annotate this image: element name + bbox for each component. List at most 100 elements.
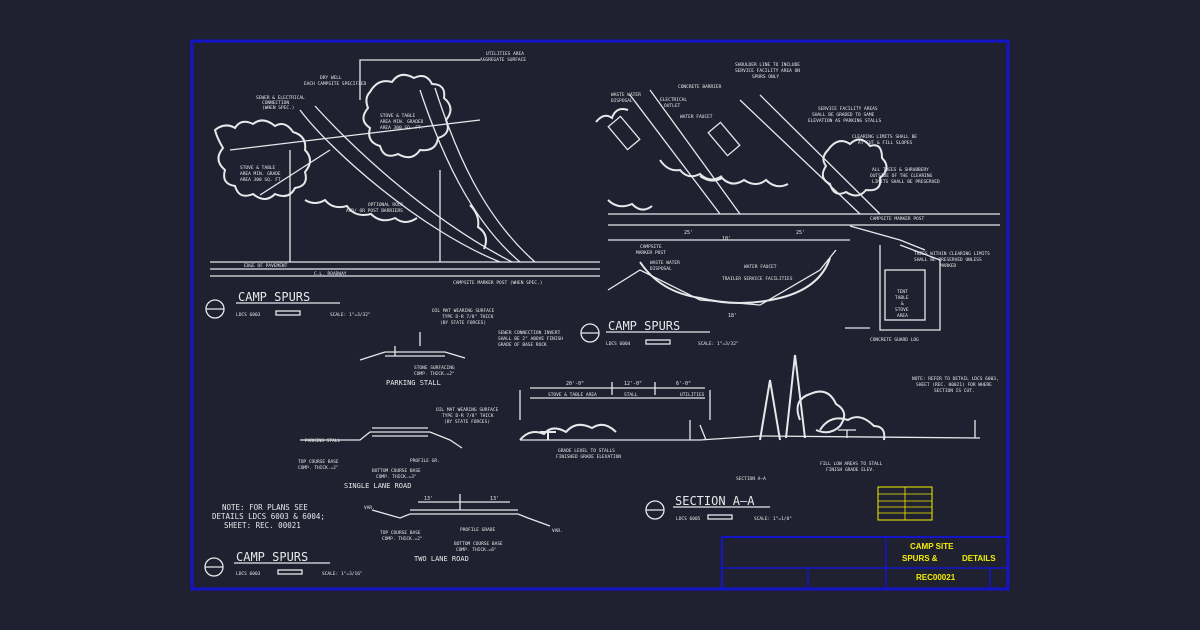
label-outlet: OUTLET (664, 103, 681, 109)
label-outside-clearing: OUTSIDE OF THE CLEARING (870, 173, 933, 179)
title-single-lane-road: SINGLE LANE ROAD (344, 482, 411, 490)
label-finish-grade: FINISH GRADE ELEV. (826, 467, 875, 473)
label-service-facility-area: SERVICE FACILITY AREA ON (735, 68, 800, 74)
label-post-barriers: AND/ OR POST BARRIERS (346, 208, 403, 214)
label-comp-thick-1: COMP. THICK.=2" (414, 371, 455, 377)
note-sheet: SHEET (REC. 00021) FOR WHERE (916, 382, 992, 388)
label-area-min-graded: AREA MIN. GRADED (380, 119, 424, 125)
label-tent: TENT (897, 289, 908, 295)
two-lane-road-detail: VAR. VAR. 13' 13' TOP COURSE BASE COMP. … (364, 494, 563, 563)
label-shall-be-graded: SHALL BE GRADED TO SAME (812, 112, 875, 118)
label-all-trees: ALL TREES & SHRUBBERY (872, 167, 929, 173)
ref-ldcs-6003-a: LDCS 6003 (236, 312, 261, 318)
label-edge-pavement: EDGE OF PAVEMENT (244, 263, 288, 269)
label-table: TABLE (895, 295, 909, 301)
dim-10: 10' (722, 236, 731, 242)
label-by-state-2: (BY STATE FORCES) (444, 419, 490, 425)
label-electrical: ELECTRICAL (660, 97, 687, 103)
label-type-1: TYPE D-R 7/8" THICK (442, 314, 494, 320)
title-block-line-2a: SPURS & (902, 554, 938, 563)
label-bottom-course-1: BOTTOM COURSE BASE (372, 468, 421, 474)
plans-note: NOTE: FOR PLANS SEE DETAILS LDCS 6003 & … (212, 503, 325, 530)
dim-13-left: 13' (424, 496, 433, 502)
dim-20: 20'-0" (566, 381, 584, 387)
dim-6: 6'-0" (676, 381, 691, 387)
label-aggregate-surface: AGGREGATE SURFACE (480, 57, 526, 63)
dim-25-b: 25' (796, 230, 805, 236)
label-stove-table-2: STOVE & TABLE (380, 113, 416, 119)
label-top-thick-2: COMP. THICK.=2" (382, 536, 423, 542)
title-camp-spurs-3: CAMP SPURS (236, 550, 308, 564)
label-water-faucet: WATER FAUCET (680, 114, 713, 120)
label-grade-base: GRADE OF BASE ROCK (498, 342, 547, 348)
label-profile-gr: PROFILE GR. (410, 458, 440, 464)
dim-25-a: 25' (684, 230, 693, 236)
label-grade-level: GRADE LEVEL TO STALLS (558, 448, 615, 454)
label-disposal-2: DISPOSAL (650, 266, 672, 272)
scale-camp-spurs-2: SCALE: 1"=3/32" (698, 341, 739, 347)
note-line-2: DETAILS LDCS 6003 & 6004; (212, 512, 325, 521)
label-marker-post-2: MARKER POST (636, 250, 666, 256)
label-trailer-service: TRAILER SERVICE FACILITIES (722, 276, 793, 282)
title-camp-spurs-1: CAMP SPURS (238, 290, 310, 304)
note-line-1: NOTE: FOR PLANS SEE (222, 503, 308, 512)
label-campsite-marker-post: CAMPSITE MARKER POST (870, 216, 924, 222)
label-type-2: TYPE D-R 7/8" THICK (442, 413, 494, 419)
camp-spurs-plan: UTILITIES AREA AGGREGATE SURFACE DRY WEL… (205, 51, 600, 319)
label-sewer-electrical: SEWER & ELECTRICAL (256, 95, 305, 101)
parking-stall-detail: OIL MAT WEARING SURFACE TYPE D-R 7/8" TH… (359, 308, 563, 387)
label-var-right: VAR. (552, 528, 563, 534)
label-parking-stall: PARKING STALL (305, 438, 341, 444)
title-parking-stall: PARKING STALL (386, 379, 441, 387)
label-service-facility-areas: SERVICE FACILITY AREAS (818, 106, 878, 112)
label-bottom-thick-2: COMP. THICK.=6" (456, 547, 497, 553)
section-caption: SECTION A–A (736, 476, 766, 482)
label-cl-roadway: C.L. ROADWAY (314, 271, 347, 277)
camp-spurs-lower: CAMP SPURS LDCS 6003 SCALE: 1"=3/16" (204, 550, 363, 577)
label-utilities-area: UTILITIES AREA (486, 51, 524, 57)
label-area-min-grade: AREA MIN. GRADE (240, 171, 281, 177)
dim-13-right: 13' (490, 496, 499, 502)
label-sewer-invert: SEWER CONNECTION INVERT (498, 330, 561, 336)
label-waste-water: WASTE WATER (611, 92, 641, 98)
title-two-lane-road: TWO LANE ROAD (414, 555, 469, 563)
label-disposal: DISPOSAL (611, 98, 633, 104)
scale-camp-spurs-3: SCALE: 1"=3/16" (322, 571, 363, 577)
label-each-campsite: EACH CAMPSITE SPECIFIED (304, 81, 367, 87)
label-amp: & (901, 301, 904, 307)
label-var-left: VAR. (364, 505, 375, 511)
label-stove-table-area: STOVE & TABLE AREA (548, 392, 597, 398)
label-bottom-course-2: BOTTOM COURSE BASE (454, 541, 503, 547)
scale-camp-spurs-1: SCALE: 1"=3/32" (330, 312, 371, 318)
title-block-line-2b: DETAILS (962, 554, 996, 563)
label-optional-rock: OPTIONAL ROCK (368, 202, 404, 208)
label-by-state-1: (BY STATE FORCES) (440, 320, 486, 326)
label-oil-mat-1: OIL MAT WEARING SURFACE (432, 308, 495, 314)
label-clearing-limits: CLEARING LIMITS SHALL BE (852, 134, 917, 140)
label-stove-table-1: STOVE & TABLE (240, 165, 276, 171)
label-marked: MARKED (940, 263, 957, 269)
label-limits-preserved: LIMITS SHALL BE PRESERVED (872, 179, 940, 185)
label-dry-well: DRY WELL (320, 75, 342, 81)
ref-ldcs-6004: LDCS 6004 (606, 341, 631, 347)
label-shoulder-line: SHOULDER LINE TO INCLUDE (735, 62, 800, 68)
note-section: SECTION IS CUT. (934, 388, 975, 394)
single-lane-road-detail: OIL MAT WEARING SURFACE TYPE D-R 7/8" TH… (298, 407, 499, 490)
legend-box (877, 486, 933, 521)
label-connection: CONNECTION (262, 100, 289, 106)
label-marker-post: CAMPSITE MARKER POST (WHEN SPEC.) (453, 280, 542, 286)
ref-ldcs-6005: LDCS 6005 (676, 516, 701, 522)
label-concrete-guard-log: CONCRETE GUARD LOG (870, 337, 919, 343)
title-camp-spurs-2: CAMP SPURS (608, 319, 680, 333)
label-area-sqft: AREA 300 SQ. FT. (240, 177, 283, 183)
label-stove: STOVE (895, 307, 909, 313)
label-at-cut-fill: AT CUT & FILL SLOPES (858, 140, 912, 146)
label-water-faucet-2: WATER FAUCET (744, 264, 777, 270)
title-block: CAMP SITE SPURS & DETAILS REC00021 (721, 536, 1009, 590)
label-concrete-barrier: CONCRETE BARRIER (678, 84, 722, 90)
label-stone-surfacing: STONE SURFACING (414, 365, 455, 371)
dim-12: 12'-0" (624, 381, 642, 387)
label-area-sqft-2: AREA 300 SQ. FT. (380, 125, 423, 131)
note-refer: NOTE: REFER TO DETAIL LDCS 6003, (912, 376, 999, 382)
title-block-line-1: CAMP SITE (910, 542, 954, 551)
